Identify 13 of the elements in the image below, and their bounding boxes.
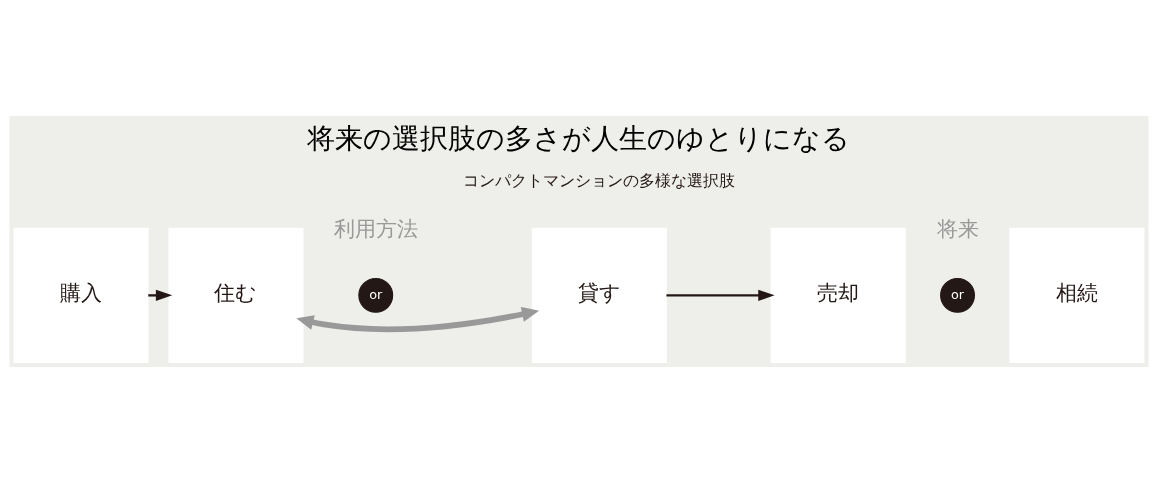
label: コンパクトマンションの多様な選択肢 xyxy=(463,170,736,190)
node-box: 住む xyxy=(168,227,304,363)
label: 将来 xyxy=(936,217,979,242)
node-box: 貸す xyxy=(531,227,667,363)
arrow xyxy=(296,306,540,333)
arrow xyxy=(148,289,173,302)
label: 利用方法 xyxy=(333,217,418,242)
node-box: 売却 xyxy=(770,227,906,363)
node-circle: or xyxy=(358,277,394,313)
node-circle: or xyxy=(940,277,975,313)
node-box: 購入 xyxy=(13,227,149,363)
diagram-title: 将来の選択肢の多さが人生のゆとりになる xyxy=(307,121,851,155)
arrow xyxy=(666,289,775,302)
